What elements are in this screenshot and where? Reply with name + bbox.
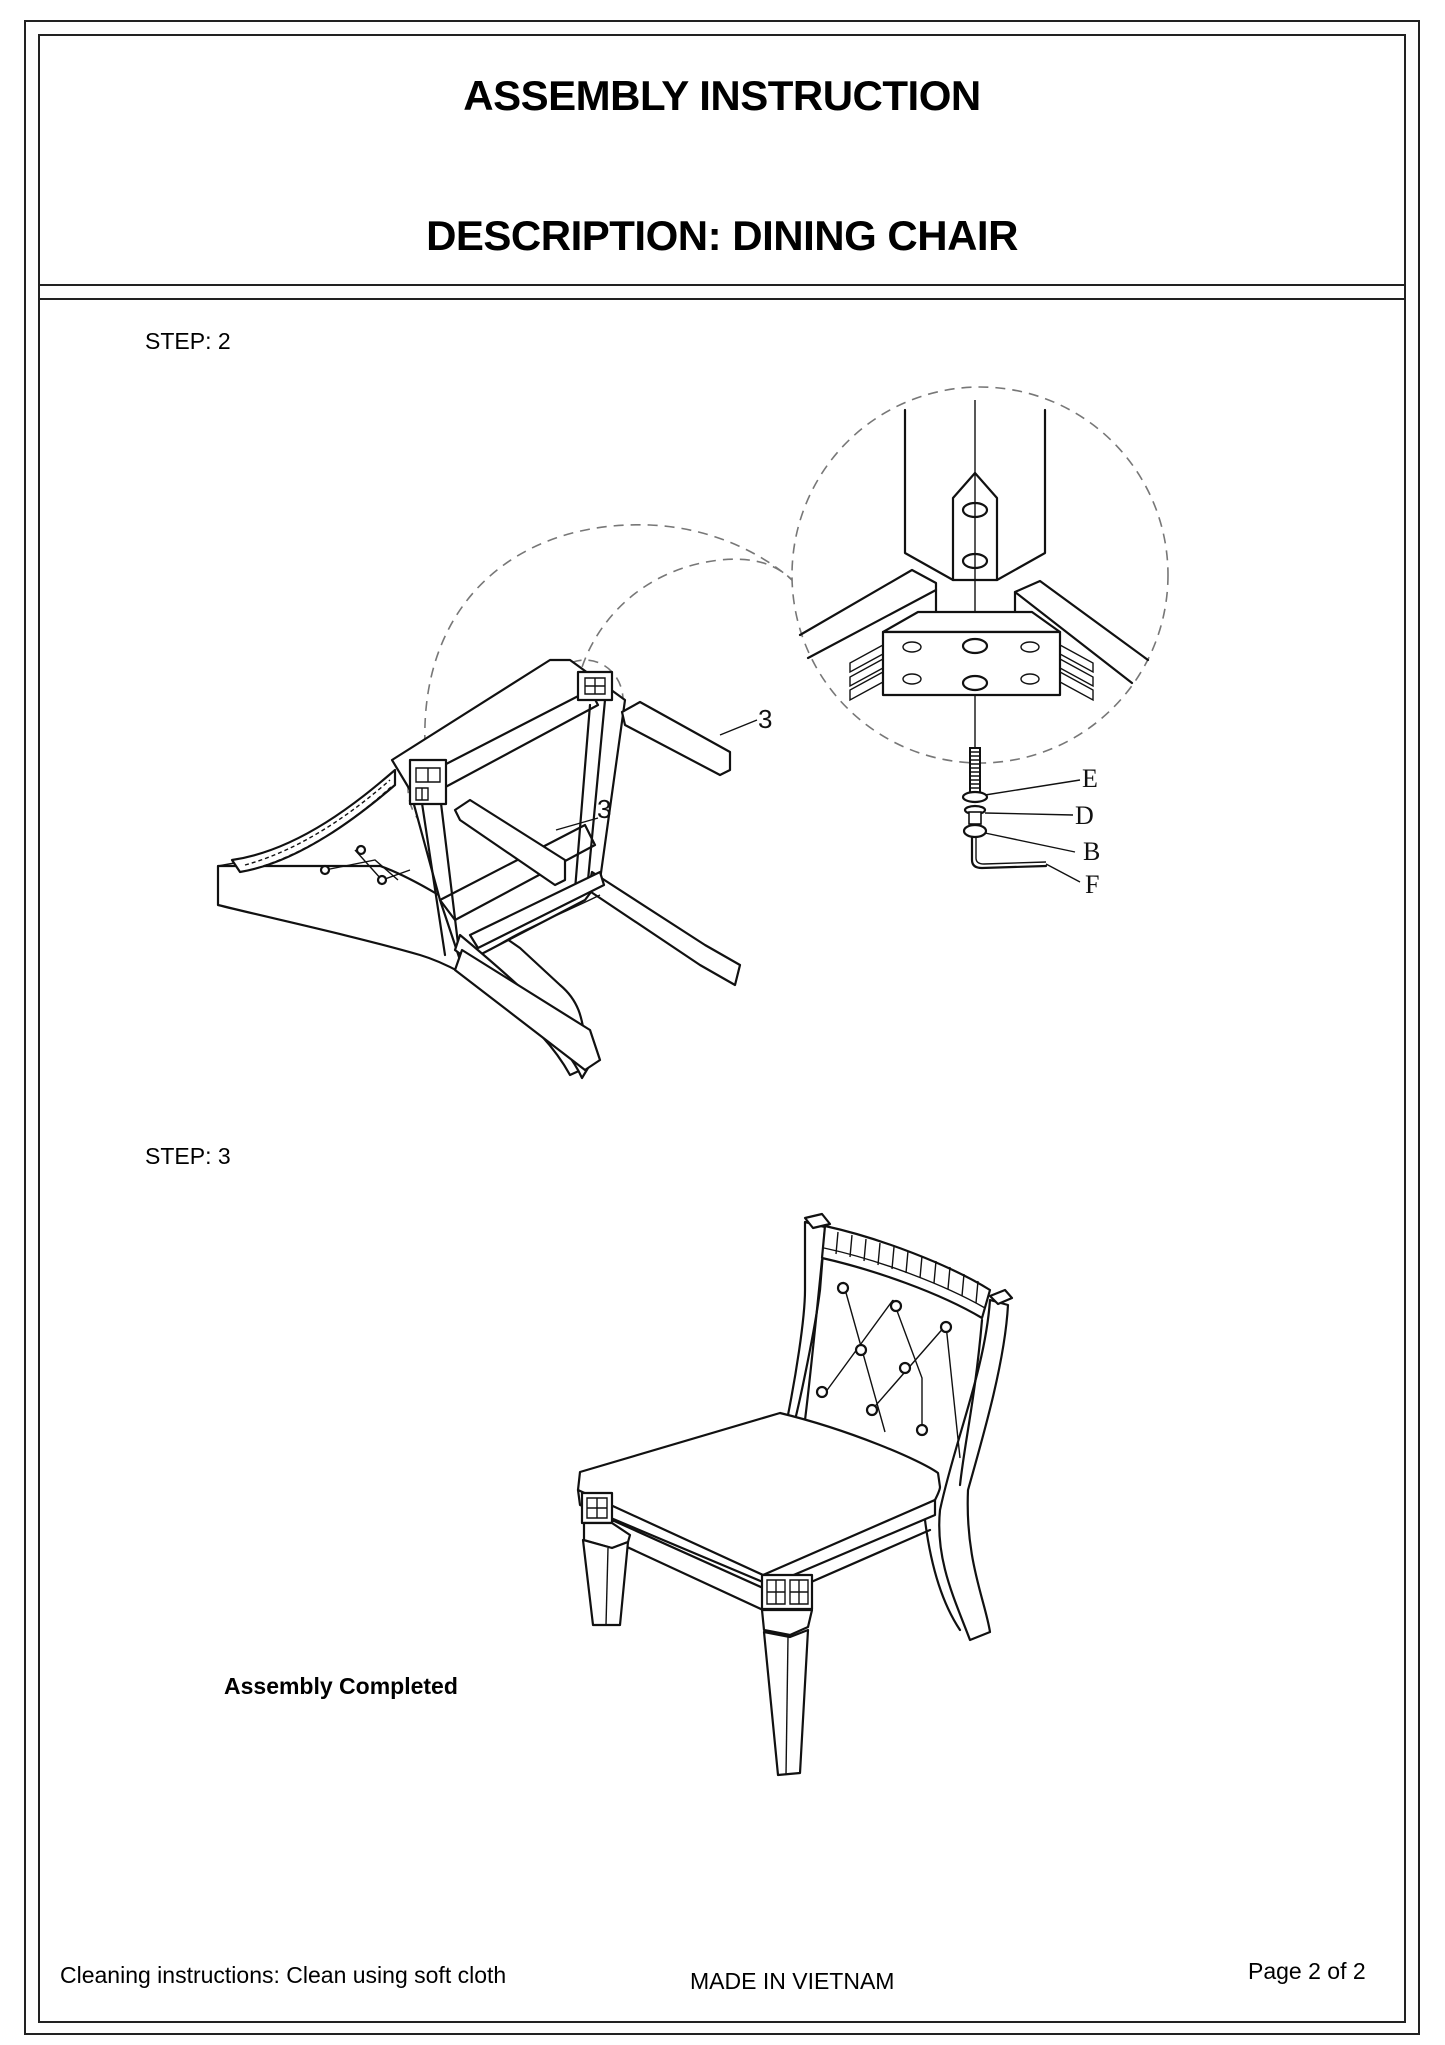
hardware-stack bbox=[961, 747, 1048, 870]
header-divider-top bbox=[38, 284, 1406, 286]
svg-text:E: E bbox=[1082, 764, 1098, 793]
svg-text:F: F bbox=[1085, 870, 1099, 899]
step-2-diagram: 3 3 bbox=[216, 386, 1169, 1080]
cleaning-instructions: Cleaning instructions: Clean using soft … bbox=[60, 1962, 507, 1988]
product-description: DESCRIPTION: DINING CHAIR bbox=[426, 212, 1018, 259]
svg-text:3: 3 bbox=[758, 704, 772, 734]
leg-callout-upper: 3 bbox=[719, 704, 772, 736]
svg-text:3: 3 bbox=[597, 794, 611, 824]
document-title: ASSEMBLY INSTRUCTION bbox=[463, 72, 981, 119]
corner-bracket-detail bbox=[798, 400, 1150, 760]
page-outer-border bbox=[24, 20, 1420, 2035]
svg-text:D: D bbox=[1075, 801, 1094, 830]
page-inner-border bbox=[38, 34, 1406, 2023]
step-3-label: STEP: 3 bbox=[145, 1143, 231, 1169]
assembly-completed-caption: Assembly Completed bbox=[224, 1673, 458, 1699]
header-divider-bottom bbox=[38, 298, 1406, 300]
step-2-label: STEP: 2 bbox=[145, 328, 231, 354]
svg-text:B: B bbox=[1083, 837, 1100, 866]
country-of-origin: MADE IN VIETNAM bbox=[690, 1968, 895, 1994]
leg-callout-lower: 3 bbox=[555, 794, 611, 831]
hardware-labels: E D B F bbox=[984, 764, 1100, 899]
assembled-chair bbox=[576, 1212, 1014, 1777]
page-number: Page 2 of 2 bbox=[1248, 1958, 1366, 1984]
inverted-chair bbox=[216, 658, 742, 1080]
